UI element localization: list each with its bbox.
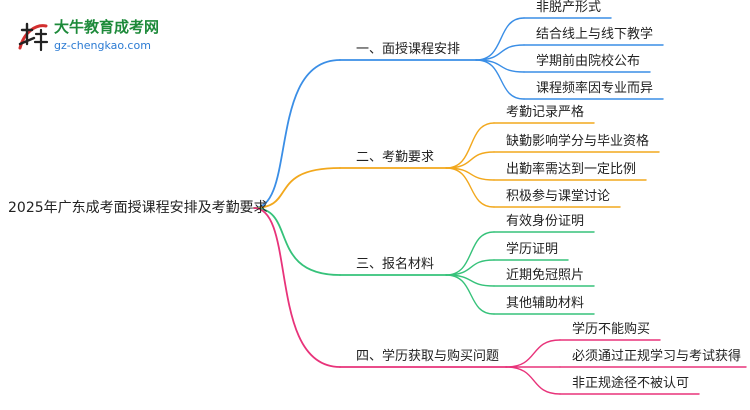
leaf-label: 必须通过正规学习与考试获得 [572,349,742,364]
leaf-label: 其他辅助材料 [506,296,585,311]
branch-label-2: 二、考勤要求 [356,150,435,165]
leaf-connector-1-1 [475,17,525,61]
leaf-label: 课程频率因专业而异 [536,81,654,96]
leaf-connector-4-1 [505,339,561,368]
logo-title: 大牛教育成考网 [54,18,160,36]
leaf-label: 非脱产形式 [536,0,602,15]
leaf-label: 结合线上与线下教学 [536,27,654,42]
leaf-connector-3-4 [445,274,495,315]
leaf-label: 积极参与课堂讨论 [506,189,611,204]
site-logo[interactable]: 大牛教育成考网 gz-chengkao.com [16,16,176,60]
branch-label-1: 一、面授课程安排 [356,42,461,57]
leaf-connector-4-3 [505,366,561,395]
branch-label-3: 三、报名材料 [356,257,435,272]
leaf-connector-1-4 [475,59,525,100]
leaf-connector-3-2 [445,259,495,276]
leaf-connector-2-3 [445,167,495,181]
branch-connector-2 [253,167,341,209]
branch-connector-3 [253,207,341,276]
branch-connector-4 [253,207,341,368]
leaf-connector-2-1 [445,122,495,169]
leaf-label: 学历不能购买 [572,322,651,337]
leaf-label: 近期免冠照片 [506,268,585,283]
leaf-label: 有效身份证明 [506,214,585,229]
leaf-connector-3-1 [445,231,495,276]
leaf-connector-3-3 [445,274,495,287]
branch-connector-1 [253,59,341,209]
leaf-label: 缺勤影响学分与毕业资格 [506,134,650,149]
leaf-connector-1-2 [475,44,525,61]
leaf-label: 非正规途径不被认可 [572,376,690,391]
leaf-connector-1-3 [475,59,525,73]
leaf-connector-2-2 [445,151,495,169]
leaf-label: 考勤记录严格 [506,105,585,120]
leaf-label: 出勤率需达到一定比例 [506,162,637,177]
leaf-label: 学期前由院校公布 [536,54,641,69]
leaf-label: 学历证明 [506,242,559,257]
leaf-connector-2-4 [445,167,495,208]
branch-label-4: 四、学历获取与购买问题 [356,349,500,364]
logo-mark-icon [18,22,49,52]
logo-url: gz-chengkao.com [54,39,151,52]
root-topic: 2025年广东成考面授课程安排及考勤要求 [8,200,268,216]
